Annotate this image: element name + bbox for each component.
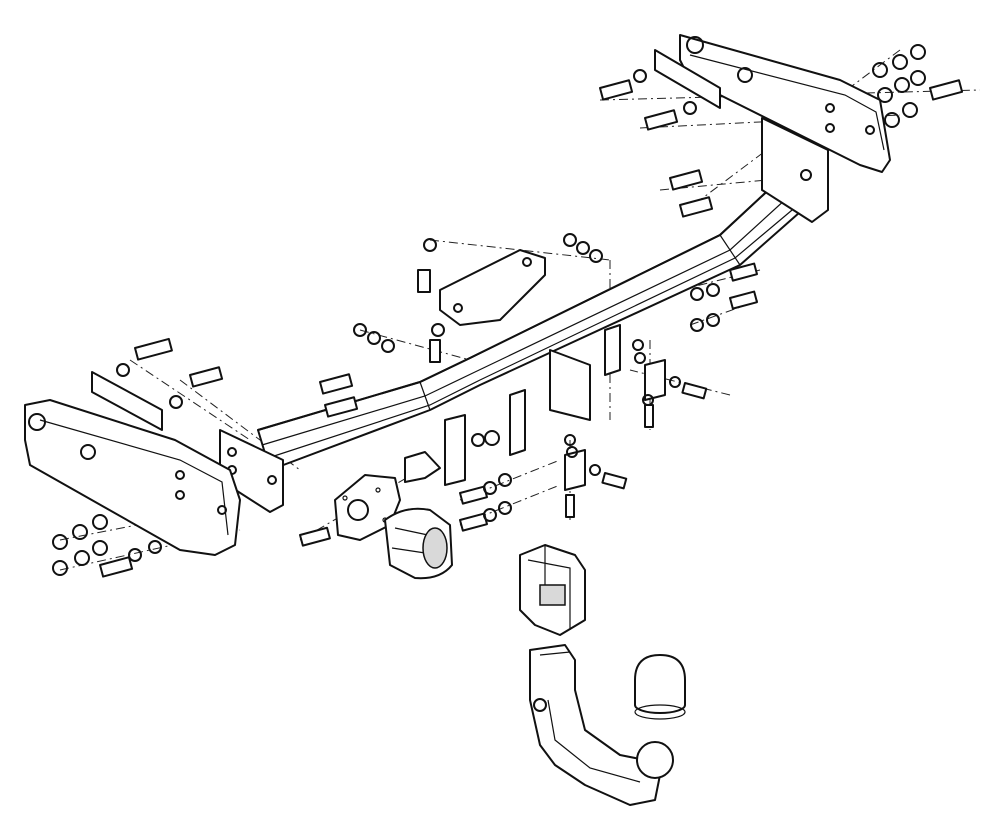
crossbar <box>219 117 829 513</box>
mounting-tabs <box>404 324 666 491</box>
center-bracket <box>439 249 546 326</box>
towball-cover <box>634 654 686 720</box>
detachable-towball-neck <box>529 644 674 806</box>
socket-plate <box>334 474 401 541</box>
left-side-bracket <box>24 371 241 556</box>
right-side-bracket <box>654 34 891 173</box>
bolts <box>99 79 964 578</box>
towball-receiver <box>519 544 586 636</box>
nuts-and-washers <box>52 44 926 576</box>
electrical-socket <box>384 507 453 580</box>
